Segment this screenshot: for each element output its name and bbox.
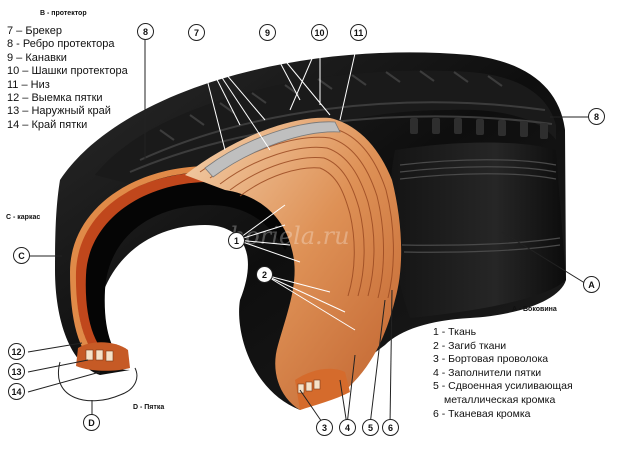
section-label-d: D - Пятка [133, 404, 165, 411]
callout-a: A [583, 276, 600, 293]
legend-item: 8 - Ребро протектора [7, 38, 115, 51]
legend-item: 3 - Бортовая проволока [433, 353, 549, 366]
watermark: pohoriela.ru [200, 222, 350, 250]
bead-right [295, 368, 350, 410]
legend-item: 10 – Шашки протектора [7, 65, 128, 78]
legend-item: 13 – Наружный край [7, 105, 111, 118]
callout-9: 9 [259, 24, 276, 41]
callout-10: 10 [311, 24, 328, 41]
legend-item: 11 – Низ [7, 78, 50, 91]
legend-item: 5 - Сдвоенная усиливающая [433, 380, 573, 393]
callout-4: 4 [339, 419, 356, 436]
callout-14: 14 [8, 383, 25, 400]
callout-2: 2 [256, 266, 273, 283]
callout-1: 1 [228, 232, 245, 249]
callout-5: 5 [362, 419, 379, 436]
callout-13: 13 [8, 363, 25, 380]
legend-item: 6 - Тканевая кромка [433, 407, 531, 420]
legend-top: 7 – Брекер 8 - Ребро протектора 9 – Кана… [7, 25, 128, 132]
callout-11: 11 [350, 24, 367, 41]
tire-inner-cavity [80, 180, 292, 368]
legend-item: 12 – Выемка пятки [7, 92, 103, 105]
callout-c: C [13, 247, 30, 264]
section-label-b: B - протектор [40, 10, 87, 17]
legend-item: 9 – Канавки [7, 51, 67, 64]
legend-bottom: 1 - Ткань 2 - Загиб ткани 3 - Бортовая п… [433, 326, 573, 421]
leader-lines [196, 39, 359, 331]
bead-left [76, 342, 130, 371]
cutaway-section [185, 117, 402, 410]
callout-8-left: 8 [137, 23, 154, 40]
callout-12: 12 [8, 343, 25, 360]
sidewall-right [390, 142, 566, 318]
legend-item: 7 – Брекер [7, 25, 62, 37]
callout-6: 6 [382, 419, 399, 436]
section-label-a: A - Боковина [512, 306, 557, 313]
shoulder-cleats [410, 118, 548, 139]
legend-item: 2 - Загиб ткани [433, 339, 507, 352]
legend-item: 4 - Заполнители пятки [433, 366, 542, 379]
callout-8-right: 8 [588, 108, 605, 125]
breaker-belt [204, 121, 341, 178]
legend-item: 14 – Край пятки [7, 118, 88, 131]
cutaway-ply-lines [199, 126, 394, 299]
callout-3: 3 [316, 419, 333, 436]
legend-item: металлическая кромка [444, 393, 556, 406]
leader-lines-dark [27, 38, 595, 426]
sidewall-ribs [399, 159, 561, 253]
legend-item: 1 - Ткань [433, 326, 477, 338]
callout-7: 7 [188, 24, 205, 41]
callout-d: D [83, 414, 100, 431]
section-label-c: C - каркас [6, 214, 41, 221]
